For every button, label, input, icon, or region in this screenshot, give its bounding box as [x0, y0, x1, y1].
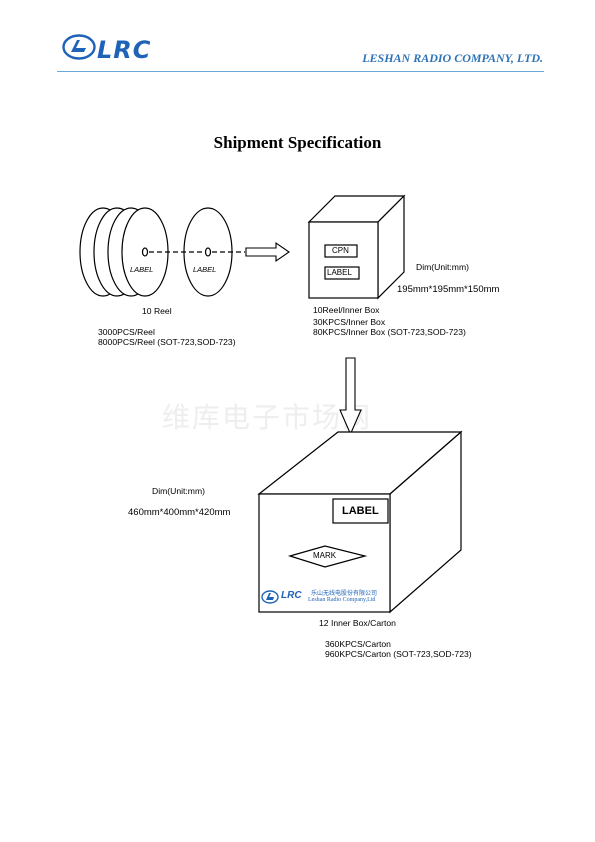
inner-line-1: 10Reel/Inner Box — [313, 305, 380, 315]
reel-qty-1: 3000PCS/Reel — [98, 327, 155, 337]
carton-dim-label: Dim(Unit:mm) — [152, 486, 205, 496]
carton-caption: 12 Inner Box/Carton — [319, 618, 396, 628]
cpn-label: CPN — [332, 246, 349, 255]
arrow-down-icon — [339, 357, 362, 436]
reel-caption: 10 Reel — [142, 306, 172, 316]
carton-company-cn: 乐山无线电股份有限公司 — [311, 590, 378, 597]
inner-line-3: 80KPCS/Inner Box (SOT-723,SOD-723) — [313, 327, 466, 337]
carton-label: LABEL — [342, 505, 379, 517]
watermark: 维库电子市场网 — [162, 401, 373, 434]
reel-qty-2: 8000PCS/Reel (SOT-723,SOD-723) — [98, 337, 236, 347]
carton-company-en: Leshan Radio Company,Ltd — [308, 597, 376, 603]
carton-mark: MARK — [313, 551, 337, 560]
carton-logo-icon — [261, 590, 279, 604]
header-divider — [57, 71, 544, 72]
reel-label-2: LABEL — [193, 265, 217, 274]
carton-qty-1: 360KPCS/Carton — [325, 639, 391, 649]
carton-box — [257, 430, 463, 614]
lrc-logo-icon — [62, 34, 96, 60]
reel-stack — [79, 207, 169, 297]
inner-dim-label: Dim(Unit:mm) — [416, 262, 469, 272]
inner-box-label: LABEL — [327, 268, 352, 277]
carton-qty-2: 960KPCS/Carton (SOT-723,SOD-723) — [325, 649, 472, 659]
company-name: LESHAN RADIO COMPANY, LTD. — [362, 51, 543, 65]
carton-dim-value: 460mm*400mm*420mm — [128, 507, 231, 518]
logo-text: LRC — [97, 36, 152, 64]
inner-line-2: 30KPCS/Inner Box — [313, 317, 386, 327]
inner-dim-value: 195mm*195mm*150mm — [397, 284, 500, 295]
inner-box — [307, 194, 406, 300]
reel-label-1: LABEL — [130, 265, 154, 274]
carton-logo-text: LRC — [281, 590, 302, 601]
page-title: Shipment Specification — [213, 133, 382, 152]
arrow-right-icon — [245, 241, 290, 263]
